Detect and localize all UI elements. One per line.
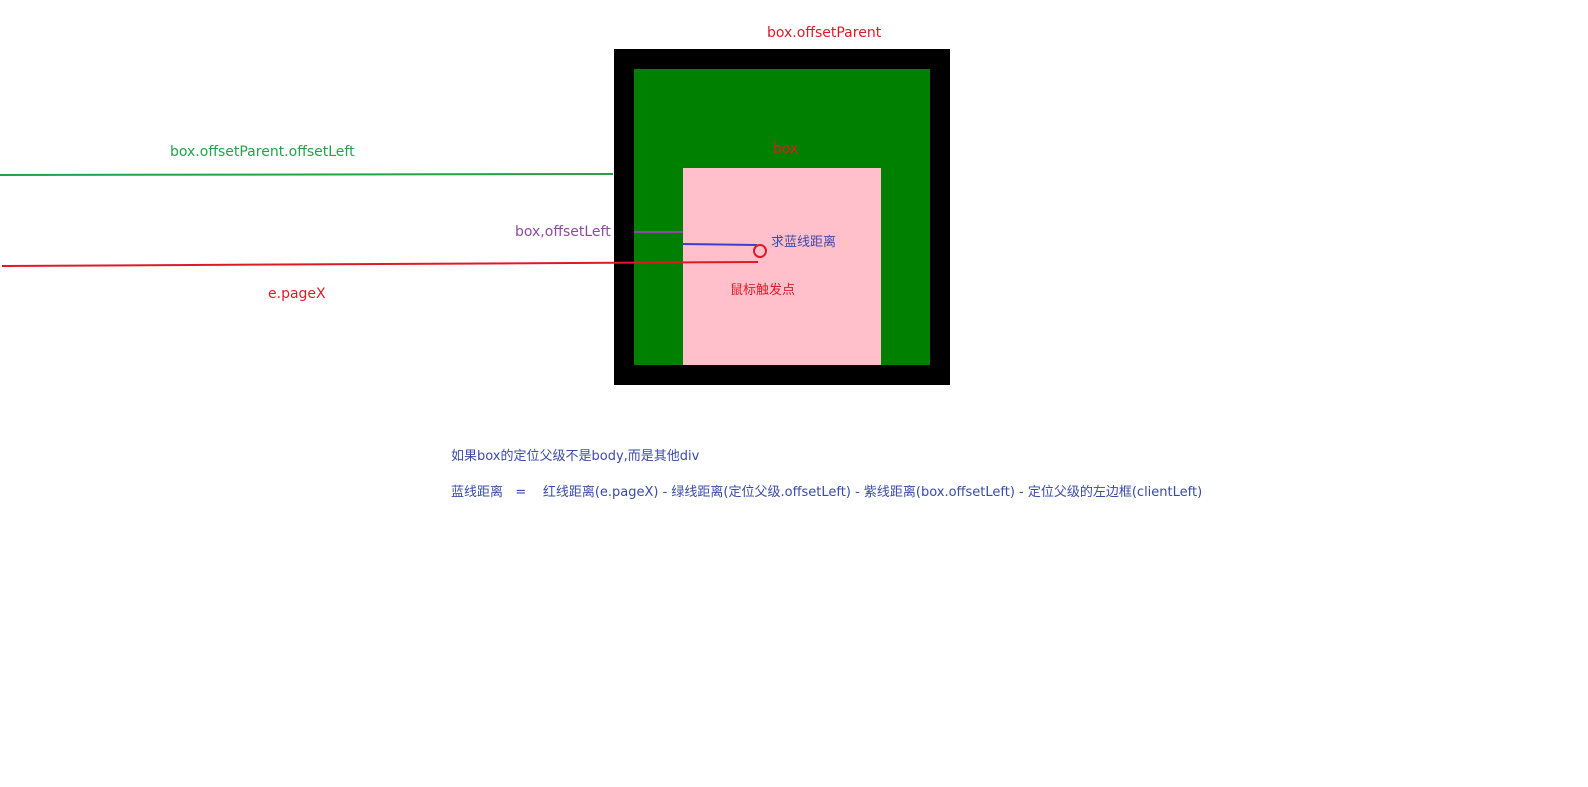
offset-parent-label: box.offsetParent bbox=[767, 25, 882, 41]
blue-distance-line bbox=[682, 243, 758, 246]
green-offset-parent-line bbox=[0, 173, 614, 176]
blue-distance-label: 求蓝线距离 bbox=[771, 235, 837, 250]
box-label: box bbox=[773, 141, 799, 157]
red-page-x-line bbox=[1, 261, 759, 267]
offset-parent-offset-left-label: box.offsetParent.offsetLeft bbox=[170, 144, 355, 160]
mouse-point-marker bbox=[753, 244, 767, 258]
mouse-trigger-label: 鼠标触发点 bbox=[730, 283, 796, 298]
page-x-label: e.pageX bbox=[268, 286, 326, 302]
condition-note: 如果box的定位父级不是body,而是其他div bbox=[451, 449, 700, 464]
box-element bbox=[683, 168, 881, 365]
formula-note: 蓝线距离 = 红线距离(e.pageX) - 绿线距离(定位父级.offsetL… bbox=[451, 485, 1203, 500]
box-offset-left-label: box,offsetLeft bbox=[515, 224, 611, 240]
